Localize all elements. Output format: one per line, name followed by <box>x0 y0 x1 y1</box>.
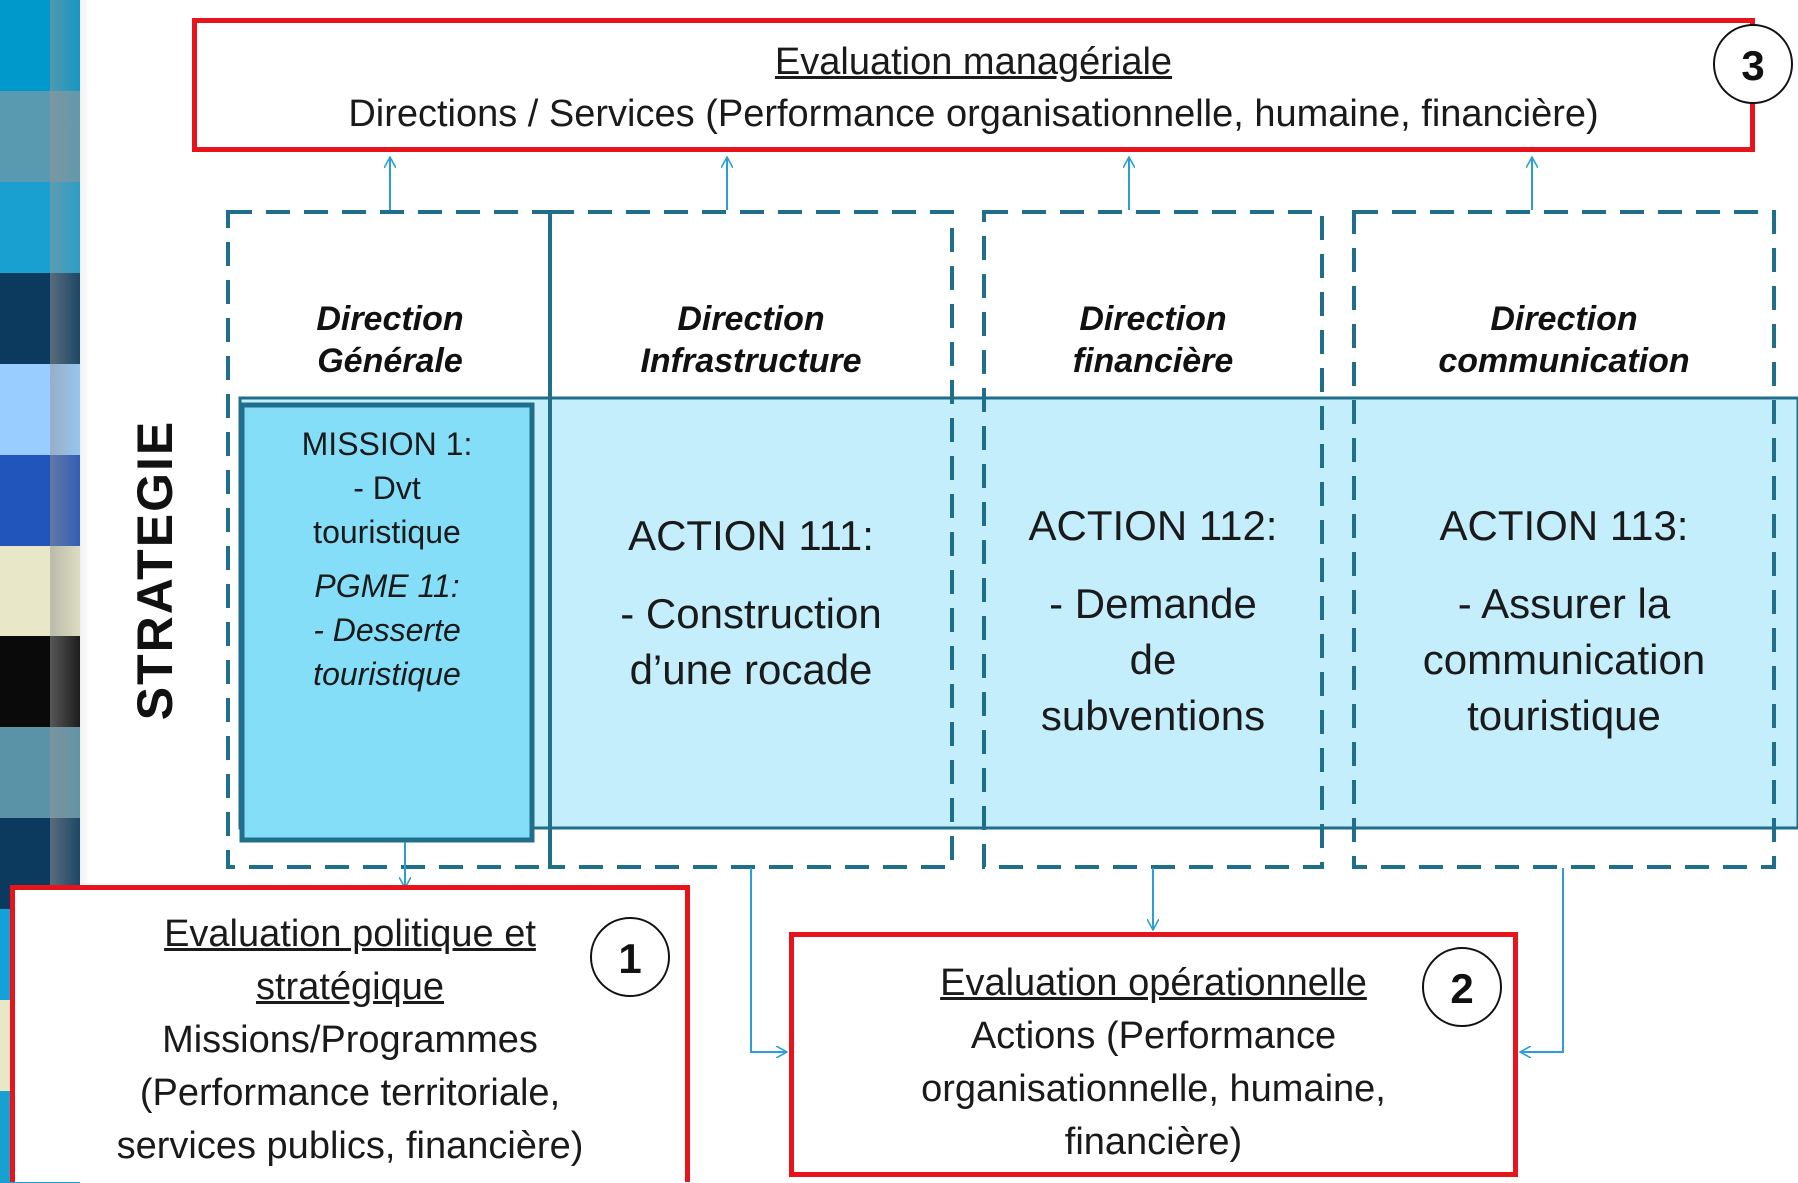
direction-label-line1: Direction <box>1490 300 1638 338</box>
action-line1: - Assurer la <box>1457 580 1671 627</box>
operational-evaluation-box: Evaluation opérationnelle Actions (Perfo… <box>789 932 1518 1177</box>
action-113-text: ACTION 113: - Assurer la communication t… <box>1364 498 1764 744</box>
arrow-communication-to-operational <box>1520 868 1564 1052</box>
direction-financiere-heading: Direction financière <box>994 298 1312 382</box>
operational-line2: organisationnelle, humaine, <box>921 1068 1386 1110</box>
operational-line3: financière) <box>1064 1121 1243 1163</box>
number-badge-3: 3 <box>1713 24 1793 104</box>
political-line1: Missions/Programmes <box>162 1019 538 1061</box>
political-title-line1: Evaluation politique et <box>164 913 536 955</box>
action-line1: - Construction <box>620 590 882 637</box>
programme-line2: - Desserte <box>313 612 461 648</box>
direction-label-line2: financière <box>1072 342 1234 380</box>
action-line2: d’une rocade <box>629 646 873 693</box>
political-line3: services publics, financière) <box>116 1125 584 1167</box>
operational-line1: Actions (Performance <box>970 1015 1337 1057</box>
action-line3: touristique <box>1467 692 1661 739</box>
managerial-title: Evaluation managériale <box>774 41 1173 83</box>
action-line3: subventions <box>1040 692 1266 739</box>
action-112-text: ACTION 112: - Demande de subventions <box>994 498 1312 744</box>
action-111-text: ACTION 111: - Construction d’une rocade <box>570 508 932 698</box>
mission-line1: MISSION 1: <box>301 426 473 462</box>
arrow-infrastructure-to-operational <box>750 868 787 1052</box>
mission-box <box>239 402 535 843</box>
direction-communication-heading: Direction communication <box>1364 298 1764 382</box>
direction-generale-heading: Direction Générale <box>240 298 540 382</box>
direction-infrastructure-heading: Direction Infrastructure <box>570 298 932 382</box>
dashed-column-infrastructure <box>548 210 954 869</box>
direction-label-line2: Générale <box>317 342 463 380</box>
mission-line2: - Dvt <box>353 470 421 506</box>
programme-line1: PGME 11: <box>314 568 460 604</box>
strategie-side-label: STRATEGIE <box>105 400 205 740</box>
direction-label-line1: Direction <box>316 300 464 338</box>
action-title: ACTION 111: <box>628 512 874 559</box>
programme-line3: touristique <box>313 656 461 692</box>
mission-text: MISSION 1: - Dvt touristique PGME 11: - … <box>242 422 532 696</box>
mission-line3: touristique <box>313 514 461 550</box>
direction-label-line1: Direction <box>1079 300 1227 338</box>
action-title: ACTION 112: <box>1028 502 1278 549</box>
number-badge-2: 2 <box>1422 947 1502 1027</box>
strategie-text: STRATEGIE <box>127 419 183 721</box>
managerial-evaluation-box: Evaluation managériale Directions / Serv… <box>192 18 1755 152</box>
action-line1: - Demande <box>1049 580 1257 627</box>
direction-label-line2: Infrastructure <box>640 342 862 380</box>
number-badge-1: 1 <box>590 917 670 997</box>
action-title: ACTION 113: <box>1439 502 1689 549</box>
action-line2: communication <box>1422 636 1706 683</box>
political-evaluation-box: Evaluation politique et stratégique Miss… <box>10 885 690 1182</box>
political-title-line2: stratégique <box>255 966 444 1008</box>
operational-text: Evaluation opérationnelle Actions (Perfo… <box>794 957 1513 1169</box>
action-line2: de <box>1129 636 1177 683</box>
managerial-subtitle: Directions / Services (Performance organ… <box>348 93 1599 135</box>
direction-label-line1: Direction <box>677 300 825 338</box>
direction-label-line2: communication <box>1438 342 1690 380</box>
dashed-column-financiere <box>982 210 1324 869</box>
political-text: Evaluation politique et stratégique Miss… <box>15 908 685 1173</box>
dashed-column-communication <box>1352 210 1776 869</box>
operational-title: Evaluation opérationnelle <box>940 962 1367 1004</box>
political-line2: (Performance territoriale, <box>139 1072 561 1114</box>
